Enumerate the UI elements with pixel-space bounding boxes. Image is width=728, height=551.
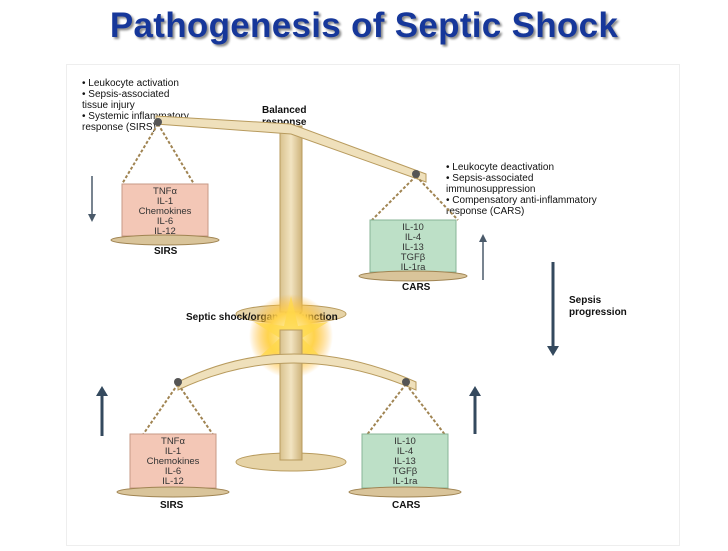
bottom-scale-post — [279, 329, 303, 461]
top-cars-pan: IL-10 IL-4 IL-13 TGFβ IL-1ra CARS — [358, 219, 468, 293]
svg-text:IL-1: IL-1 — [157, 196, 173, 207]
svg-text:TNFα: TNFα — [153, 186, 177, 197]
cars-up-arrow — [479, 234, 487, 280]
svg-text:Chemokines: Chemokines — [147, 456, 200, 467]
sepsis-progression-arrow — [547, 262, 559, 356]
septic-shock-figure: • Leukocyte activation • Sepsis-associat… — [66, 64, 680, 546]
top-cars-label: CARS — [402, 282, 431, 293]
svg-text:IL-10: IL-10 — [402, 222, 424, 233]
svg-text:IL-6: IL-6 — [157, 216, 173, 227]
sirs-features-list: • Leukocyte activation • Sepsis-associat… — [82, 78, 189, 133]
balanced-response-label: Balanced response — [262, 105, 307, 128]
svg-text:TGFβ: TGFβ — [401, 252, 426, 263]
balance-diagram: • Leukocyte activation • Sepsis-associat… — [66, 64, 680, 546]
svg-text:tissue injury: tissue injury — [82, 100, 135, 111]
svg-text:IL-12: IL-12 — [154, 226, 176, 237]
svg-text:progression: progression — [569, 307, 627, 318]
svg-text:IL-1ra: IL-1ra — [393, 476, 419, 487]
bottom-sirs-label: SIRS — [160, 500, 184, 511]
bottom-sirs-pan: TNFα IL-1 Chemokines IL-6 IL-12 SIRS — [116, 433, 230, 511]
svg-text:• Sepsis-associated: • Sepsis-associated — [446, 173, 533, 184]
svg-text:IL-4: IL-4 — [405, 232, 421, 243]
svg-text:response (CARS): response (CARS) — [446, 206, 524, 217]
cars-up-arrow-bottom — [469, 386, 481, 434]
top-sirs-label: SIRS — [154, 246, 178, 257]
svg-text:IL-1ra: IL-1ra — [401, 262, 427, 273]
sirs-down-arrow — [88, 176, 96, 222]
top-sirs-pan: TNFα IL-1 Chemokines IL-6 IL-12 SIRS — [110, 183, 220, 257]
svg-text:IL-12: IL-12 — [162, 476, 184, 487]
svg-text:Sepsis: Sepsis — [569, 295, 602, 306]
bottom-cars-pan: IL-10 IL-4 IL-13 TGFβ IL-1ra CARS — [348, 433, 462, 511]
svg-text:TNFα: TNFα — [161, 436, 185, 447]
svg-text:immunosuppression: immunosuppression — [446, 184, 536, 195]
svg-text:TGFβ: TGFβ — [393, 466, 418, 477]
slide-title: Pathogenesis of Septic Shock — [109, 6, 619, 45]
svg-text:IL-13: IL-13 — [402, 242, 424, 253]
svg-text:• Leukocyte activation: • Leukocyte activation — [82, 78, 179, 89]
svg-text:response: response — [262, 117, 307, 128]
svg-text:• Compensatory anti-inflammato: • Compensatory anti-inflammatory — [446, 195, 597, 206]
svg-text:IL-10: IL-10 — [394, 436, 416, 447]
svg-text:Balanced: Balanced — [262, 105, 306, 116]
svg-text:IL-4: IL-4 — [397, 446, 413, 457]
top-scale-post — [279, 125, 303, 313]
svg-text:IL-6: IL-6 — [165, 466, 181, 477]
svg-text:• Systemic inflammatory: • Systemic inflammatory — [82, 111, 189, 122]
cars-features-list: • Leukocyte deactivation • Sepsis-associ… — [446, 162, 597, 217]
svg-text:IL-13: IL-13 — [394, 456, 416, 467]
bottom-scale-beam — [177, 353, 417, 391]
svg-text:Chemokines: Chemokines — [139, 206, 192, 217]
bottom-balance-scale — [141, 294, 447, 472]
bottom-sirs-box — [129, 433, 217, 489]
bottom-cars-label: CARS — [392, 500, 421, 511]
svg-text:IL-1: IL-1 — [165, 446, 181, 457]
sepsis-progression-label: Sepsis progression — [569, 295, 627, 318]
svg-text:response (SIRS): response (SIRS) — [82, 122, 156, 133]
svg-text:• Sepsis-associated: • Sepsis-associated — [82, 89, 169, 100]
sirs-up-arrow — [96, 386, 108, 436]
svg-text:• Leukocyte deactivation: • Leukocyte deactivation — [446, 162, 554, 173]
